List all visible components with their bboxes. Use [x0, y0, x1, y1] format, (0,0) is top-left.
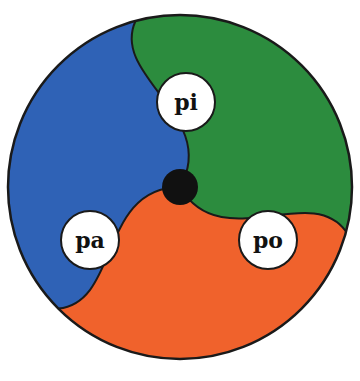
text-circle: pi [156, 72, 216, 132]
syllable-text: pa [75, 229, 105, 251]
text-circle: pa [60, 210, 120, 270]
outer-circle [8, 15, 352, 359]
blue-region [0, 16, 243, 315]
syllable-text: pi [174, 91, 198, 113]
syllable-text: po [253, 229, 283, 251]
region-border [176, 145, 348, 278]
text-circle: po [238, 210, 298, 270]
black-center [162, 169, 198, 205]
